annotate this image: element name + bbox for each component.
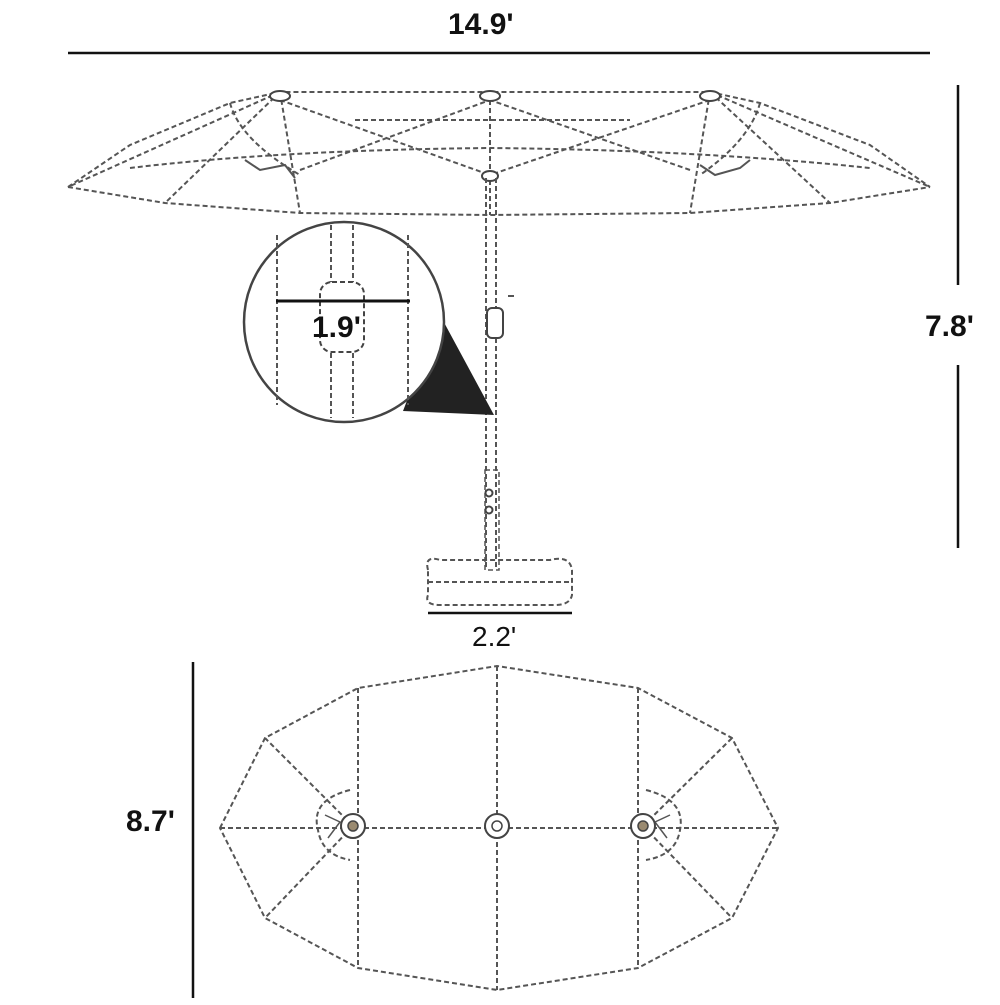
pole-detail-label: 1.9' [312,311,361,344]
pole-detail-callout [242,220,494,424]
depth-label: 8.7' [126,805,175,838]
canopy-side-view [67,90,931,217]
width-label: 14.9' [448,8,514,41]
height-label: 7.8' [925,310,974,343]
base-label: 2.2' [472,621,517,652]
canopy-top-view [218,664,780,992]
pole [484,178,514,571]
umbrella-base [426,557,573,606]
